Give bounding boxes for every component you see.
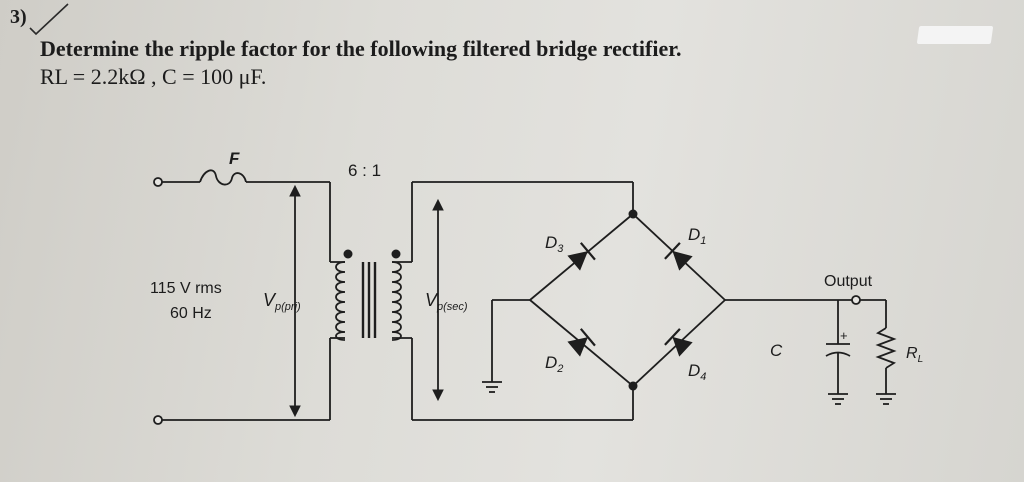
diode-d2	[567, 328, 596, 357]
primary-dot	[343, 249, 353, 259]
fuse-label: F	[229, 149, 240, 168]
question-number: 3)	[10, 6, 27, 28]
d4-label: D4	[688, 361, 706, 383]
check-mark-icon	[29, 3, 69, 36]
load-resistor-symbol	[875, 327, 897, 369]
fuse-symbol	[199, 169, 247, 186]
source-frequency-label: 60 Hz	[170, 305, 212, 322]
capacitor-label: C	[770, 341, 783, 360]
d3-label: D3	[545, 233, 564, 255]
diode-d1	[664, 242, 693, 271]
secondary-winding	[391, 261, 402, 341]
diode-d3	[567, 242, 596, 271]
capacitor-polarity: +	[840, 328, 848, 343]
output-label: Output	[824, 273, 873, 290]
input-terminal-top	[153, 177, 163, 187]
vsec-label: Vp(sec)	[425, 290, 468, 313]
question-text: Determine the ripple factor for the foll…	[40, 36, 682, 90]
turns-ratio-label: 6 : 1	[348, 161, 381, 180]
secondary-dot	[391, 249, 401, 259]
primary-winding	[335, 261, 346, 341]
question-line-2: RL = 2.2kΩ , C = 100 μF.	[40, 64, 267, 89]
diode-d4	[664, 328, 693, 357]
load-resistor-label: RL	[906, 345, 923, 365]
question-line-1: Determine the ripple factor for the foll…	[40, 36, 682, 61]
vpri-label: Vp(pri)	[263, 290, 301, 313]
input-terminal-bottom	[153, 415, 163, 425]
source-voltage-label: 115 V rms	[150, 280, 222, 297]
d2-label: D2	[545, 353, 563, 375]
output-terminal	[851, 295, 861, 305]
d1-label: D1	[688, 225, 706, 247]
